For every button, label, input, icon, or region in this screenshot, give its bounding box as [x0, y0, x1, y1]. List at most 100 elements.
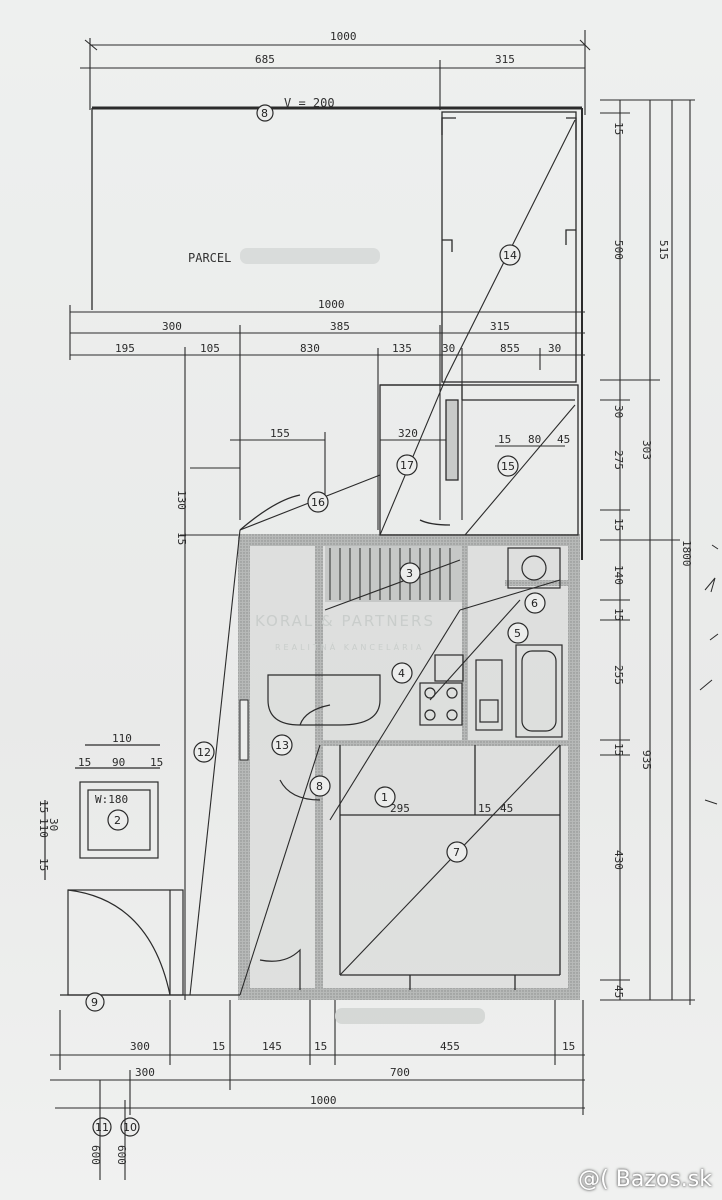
dim-right-12: 303 [640, 440, 653, 460]
dim-mid-r3-b: 320 [398, 427, 418, 440]
room-marker-3: 3 [399, 562, 421, 584]
dim-mid-r2-g: 30 [548, 342, 561, 355]
svg-text:16: 16 [311, 496, 325, 509]
dim-mid-r2-b: 105 [200, 342, 220, 355]
detail-side-2: 30 [47, 818, 60, 831]
dim-right-10: 430 [612, 850, 625, 870]
dim-bottom-r1-f: 15 [562, 1040, 575, 1053]
dim-mid-r3-c: 15 [498, 433, 511, 446]
building-walls [238, 534, 580, 1000]
svg-text:3: 3 [406, 567, 413, 580]
dim-right-1: 500 [612, 240, 625, 260]
detail-sub-1: 90 [112, 756, 125, 769]
detail-side-0: 15 [37, 800, 50, 813]
mid-dimension-lines [69, 305, 585, 1000]
watermark-subtext: REALITNÁ KANCELÁRIA [275, 641, 425, 652]
dim-bottom-r1-b: 15 [212, 1040, 225, 1053]
svg-text:1: 1 [381, 791, 388, 804]
svg-text:10: 10 [123, 1121, 137, 1134]
detail-sub-0: 15 [78, 756, 91, 769]
bottom-dimension-lines [50, 1000, 585, 1180]
dim-right-0: 15 [612, 122, 625, 135]
dim-mid-r2-c: 830 [300, 342, 320, 355]
dim-right-5: 15 [612, 518, 625, 531]
level-marker-8: 8 [256, 104, 274, 122]
watermark-text: KORAL & PARTNERS [255, 612, 435, 630]
svg-text:2: 2 [114, 814, 121, 827]
svg-text:5: 5 [514, 627, 521, 640]
dim-right-13: 935 [640, 750, 653, 770]
inner-dim-1: 15 [478, 802, 491, 815]
dim-mid-r1-b: 385 [330, 320, 350, 333]
dim-right-8: 255 [612, 665, 625, 685]
living-furniture [259, 674, 381, 990]
room-marker-15: 15 [497, 455, 519, 477]
dim-left-1: 15 [175, 532, 188, 545]
upper-rooms [239, 384, 579, 536]
room-marker-7: 7 [446, 841, 468, 863]
dim-mid-r3-a: 155 [270, 427, 290, 440]
dim-bottom-r2-b: 700 [390, 1066, 410, 1079]
dim-right-2: 515 [657, 240, 670, 260]
room-marker-10: 10 [120, 1117, 140, 1137]
detail-label: W:180 [95, 793, 128, 806]
dim-left-0: 130 [175, 490, 188, 510]
dim-right-6: 140 [612, 565, 625, 585]
room-marker-9: 9 [85, 992, 105, 1012]
dim-mid-r2-e: 30 [442, 342, 455, 355]
dim-top-left: 685 [255, 53, 275, 66]
dim-bottom-elev-b: 600 [115, 1145, 128, 1165]
dim-mid-r3-d: 80 [528, 433, 541, 446]
top-dimension-lines [80, 30, 591, 115]
dim-bottom-elev-a: 600 [89, 1145, 102, 1165]
lower-walls [339, 745, 561, 990]
dim-mid-r2-f: 855 [500, 342, 520, 355]
detail-side-1: 110 [37, 818, 50, 838]
parcel-outline [91, 106, 583, 560]
site-watermark-badge: @( Bazos.sk [578, 1167, 712, 1192]
dim-top-right: 315 [495, 53, 515, 66]
room-marker-1: 1 [374, 786, 396, 808]
room-marker-2: 2 [107, 809, 129, 831]
dim-bottom-r1-d: 15 [314, 1040, 327, 1053]
dim-bottom-r1-e: 455 [440, 1040, 460, 1053]
room-marker-16: 16 [307, 491, 329, 513]
room-marker-17: 17 [396, 454, 418, 476]
detail-sub-2: 15 [150, 756, 163, 769]
svg-text:4: 4 [398, 667, 405, 680]
dim-mid-r1-c: 315 [490, 320, 510, 333]
room-marker-11: 11 [92, 1117, 112, 1137]
parcel-label: PARCEL [188, 251, 231, 265]
room-marker-5: 5 [507, 622, 529, 644]
inner-dim-2: 45 [500, 802, 513, 815]
dim-right-4: 275 [612, 450, 625, 470]
dim-bottom-r2-a: 300 [135, 1066, 155, 1079]
dim-right-7: 15 [612, 608, 625, 621]
detail-side-3: 15 [37, 858, 50, 871]
margin-marks [699, 544, 719, 805]
dim-right-9: 15 [612, 743, 625, 756]
svg-text:8: 8 [316, 780, 323, 793]
inner-dim-0: 295 [390, 802, 410, 815]
dim-bottom-r1-a: 300 [130, 1040, 150, 1053]
right-dimension-lines [600, 99, 695, 1005]
svg-text:8: 8 [261, 107, 268, 120]
svg-text:12: 12 [197, 746, 211, 759]
room-marker-6: 6 [524, 592, 546, 614]
dim-mid-r2-a: 195 [115, 342, 135, 355]
entry-detail [44, 744, 240, 996]
detail-top: 110 [112, 732, 132, 745]
dim-mid-r2-d: 135 [392, 342, 412, 355]
dim-mid-r3-e: 45 [557, 433, 570, 446]
level-label: V = 200 [284, 96, 335, 110]
dim-top-overall: 1000 [330, 30, 357, 43]
svg-text:9: 9 [91, 996, 98, 1009]
room-marker-12: 12 [193, 741, 215, 763]
dim-bottom-r1-c: 145 [262, 1040, 282, 1053]
dim-right-11: 45 [612, 985, 625, 998]
dim-bottom-overall: 1000 [310, 1094, 337, 1107]
room-marker-8: 8 [309, 775, 331, 797]
svg-text:6: 6 [531, 597, 538, 610]
